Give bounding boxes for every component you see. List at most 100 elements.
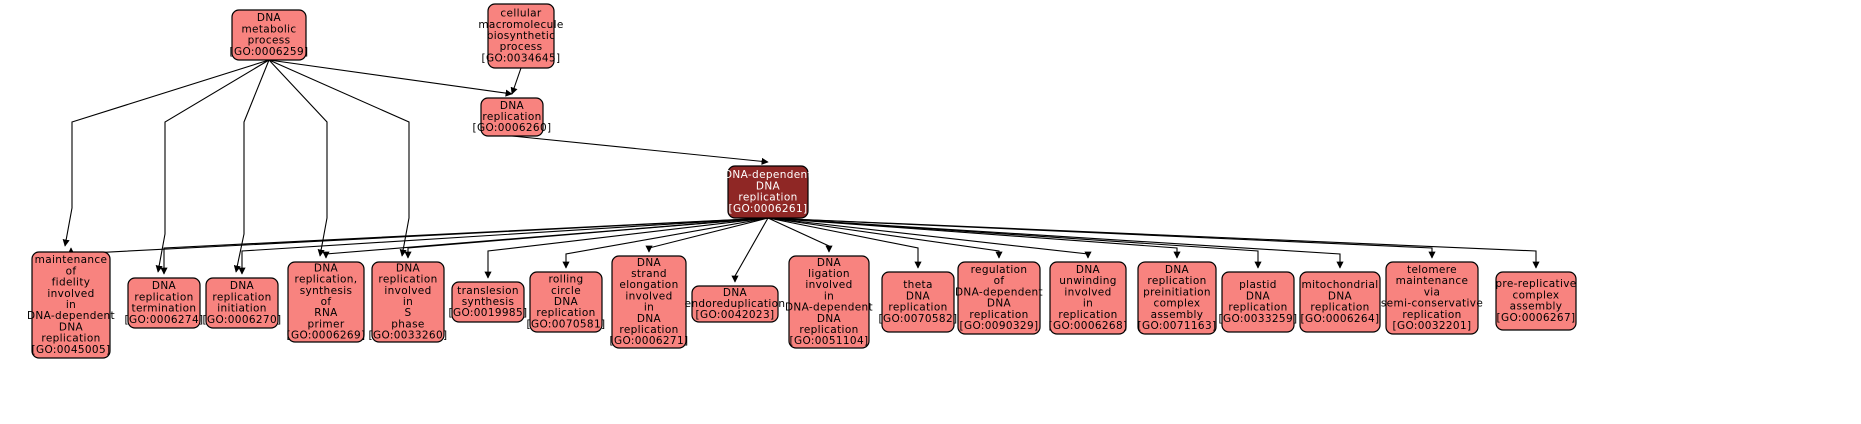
- node-box[interactable]: [127, 277, 201, 329]
- node-label-line: DNA-dependent: [955, 286, 1043, 298]
- node-label-line: in: [66, 299, 76, 311]
- node-label-line: involved: [625, 290, 672, 302]
- node-label-line: replication: [1147, 275, 1206, 287]
- node-box[interactable]: [205, 277, 279, 329]
- go-node-telomere-maintenance-via-semi-conservative-replication[interactable]: telomeremaintenanceviasemi-conservativer…: [1381, 261, 1483, 335]
- node-box[interactable]: [957, 261, 1041, 335]
- node-label-line: metabolic: [241, 23, 296, 35]
- go-node-dna-replication-synthesis-of-rna-primer[interactable]: DNAreplication,synthesisofRNAprimer[GO:0…: [287, 261, 366, 343]
- node-box[interactable]: [480, 97, 544, 137]
- node-label-line: in: [824, 290, 834, 302]
- node-box[interactable]: [1049, 261, 1127, 335]
- go-node-dna-strand-elongation-involved-in-dna-replication[interactable]: DNAstrandelongationinvolvedinDNAreplicat…: [610, 255, 689, 349]
- node-label-line: involved: [1064, 286, 1111, 298]
- node-label-line: [GO:0006261]: [729, 203, 808, 215]
- go-node-rolling-circle-dna-replication[interactable]: rollingcircleDNAreplication[GO:0070581]r…: [527, 271, 606, 333]
- node-box[interactable]: [1137, 261, 1217, 335]
- node-box[interactable]: [451, 281, 525, 323]
- node-label-line: [GO:0032201]: [1393, 320, 1472, 332]
- go-node-cellular-macromolecule-biosynthetic-process[interactable]: cellularmacromoleculebiosyntheticprocess…: [478, 3, 563, 69]
- edge-GO0006260-to-GO0006261: [511, 135, 769, 165]
- node-label-line: replication: [799, 324, 858, 336]
- go-node-dna-replication-termination[interactable]: DNAreplicationtermination[GO:0006274]DNA…: [125, 277, 204, 329]
- node-label-line: DNA: [59, 321, 84, 333]
- go-node-mitochondrial-dna-replication[interactable]: mitochondrialDNAreplication[GO:0006264]m…: [1299, 271, 1381, 333]
- node-label-line: process: [248, 35, 291, 47]
- go-node-translesion-synthesis[interactable]: translesionsynthesis[GO:0019985]transles…: [449, 281, 528, 323]
- node-label-line: unwinding: [1059, 275, 1117, 287]
- node-box[interactable]: [1299, 271, 1381, 333]
- node-label-line: semi-conservative: [1381, 298, 1483, 310]
- go-node-regulation-of-dna-dependent-dna-replication[interactable]: regulationofDNA-dependentDNAreplication[…: [955, 261, 1043, 335]
- go-node-pre-replicative-complex-assembly[interactable]: pre-replicativecomplexassembly[GO:000626…: [1495, 271, 1577, 331]
- node-label-line: DNA: [1328, 290, 1353, 302]
- node-label-line: replication: [378, 274, 437, 286]
- node-label-line: in: [1083, 298, 1093, 310]
- node-label-line: phase: [391, 318, 424, 330]
- node-box[interactable]: [231, 9, 307, 61]
- node-label-line: [GO:0033260]: [369, 330, 448, 342]
- node-label-line: [GO:0070581]: [527, 318, 606, 330]
- node-label-line: DNA: [987, 298, 1012, 310]
- node-label-line: [GO:0006268]: [1049, 320, 1128, 332]
- node-box[interactable]: [1495, 271, 1577, 331]
- edge-GO0006259-to-GO0006274: [155, 59, 270, 273]
- node-box[interactable]: [287, 261, 365, 343]
- node-label-line: preinitiation: [1143, 286, 1211, 298]
- go-node-dna-dependent-dna-replication[interactable]: DNA-dependentDNAreplication[GO:0006261]D…: [724, 165, 812, 219]
- edge-GO0006259-to-GO0006260: [268, 59, 513, 97]
- edge-GO0034645-to-GO0006260: [510, 67, 522, 95]
- edge-GO0006261-to-GO0070582: [767, 217, 922, 269]
- node-label-line: involved: [805, 279, 852, 291]
- node-box[interactable]: [788, 255, 870, 349]
- node-label-line: process: [500, 41, 543, 53]
- node-label-line: replication: [536, 307, 595, 319]
- node-box[interactable]: [1385, 261, 1479, 335]
- node-label-line: telomere: [1407, 264, 1457, 276]
- node-label-line: synthesis: [300, 285, 353, 297]
- edge-GO0006259-to-GO0045005: [62, 59, 270, 247]
- node-label-line: DNA: [637, 257, 662, 269]
- node-box[interactable]: [611, 255, 687, 349]
- node-label-line: of: [321, 296, 332, 308]
- go-node-dna-replication-involved-in-s-phase[interactable]: DNAreplicationinvolvedinSphase[GO:003326…: [369, 261, 448, 343]
- node-label-line: [GO:0045005]: [32, 344, 111, 356]
- edge-GO0006261-to-GO0006274: [160, 217, 769, 275]
- node-label-line: assembly: [1510, 301, 1563, 313]
- node-label-line: [GO:0051104]: [790, 335, 869, 347]
- node-box[interactable]: [371, 261, 445, 343]
- edge-GO0006261-to-GO0071163: [767, 217, 1181, 259]
- node-label-line: DNA: [554, 296, 579, 308]
- node-box[interactable]: [727, 165, 809, 219]
- go-node-dna-unwinding-involved-in-replication[interactable]: DNAunwindinginvolvedinreplication[GO:000…: [1049, 261, 1128, 335]
- node-box[interactable]: [487, 3, 555, 69]
- node-label-line: replication: [1402, 309, 1461, 321]
- node-box[interactable]: [881, 271, 955, 333]
- node-label-line: in: [644, 302, 654, 314]
- node-box[interactable]: [691, 285, 779, 323]
- node-label-line: initiation: [217, 303, 267, 315]
- node-label-line: strand: [631, 268, 667, 280]
- node-label-line: of: [66, 265, 77, 277]
- go-node-dna-replication-initiation[interactable]: DNAreplicationinitiation[GO:0006270]DNA …: [203, 277, 282, 329]
- node-label-line: maintenance: [35, 254, 108, 266]
- node-label-line: regulation: [971, 264, 1028, 276]
- node-label-line: DNA: [230, 280, 255, 292]
- go-node-dna-replication-preinitiation-complex-assembly[interactable]: DNAreplicationpreinitiationcomplexassemb…: [1137, 261, 1217, 335]
- edge-GO0006259-to-GO0006269: [268, 59, 328, 257]
- node-label-line: [GO:0019985]: [449, 307, 528, 319]
- node-label-line: endoreduplication: [685, 298, 786, 310]
- node-box[interactable]: [1221, 271, 1295, 333]
- node-label-line: DNA: [817, 313, 842, 325]
- go-node-dna-ligation-involved-in-dna-dependent-dna-replication[interactable]: DNAligationinvolvedinDNA-dependentDNArep…: [785, 255, 873, 349]
- node-box[interactable]: [529, 271, 603, 333]
- node-box[interactable]: [31, 251, 111, 359]
- go-node-plastid-dna-replication[interactable]: plastidDNAreplication[GO:0033259]plastid…: [1219, 271, 1298, 333]
- go-node-maintenance-of-fidelity-involved-in-dna-dependent-dna-replication[interactable]: maintenanceoffidelityinvolvedinDNA-depen…: [27, 251, 115, 359]
